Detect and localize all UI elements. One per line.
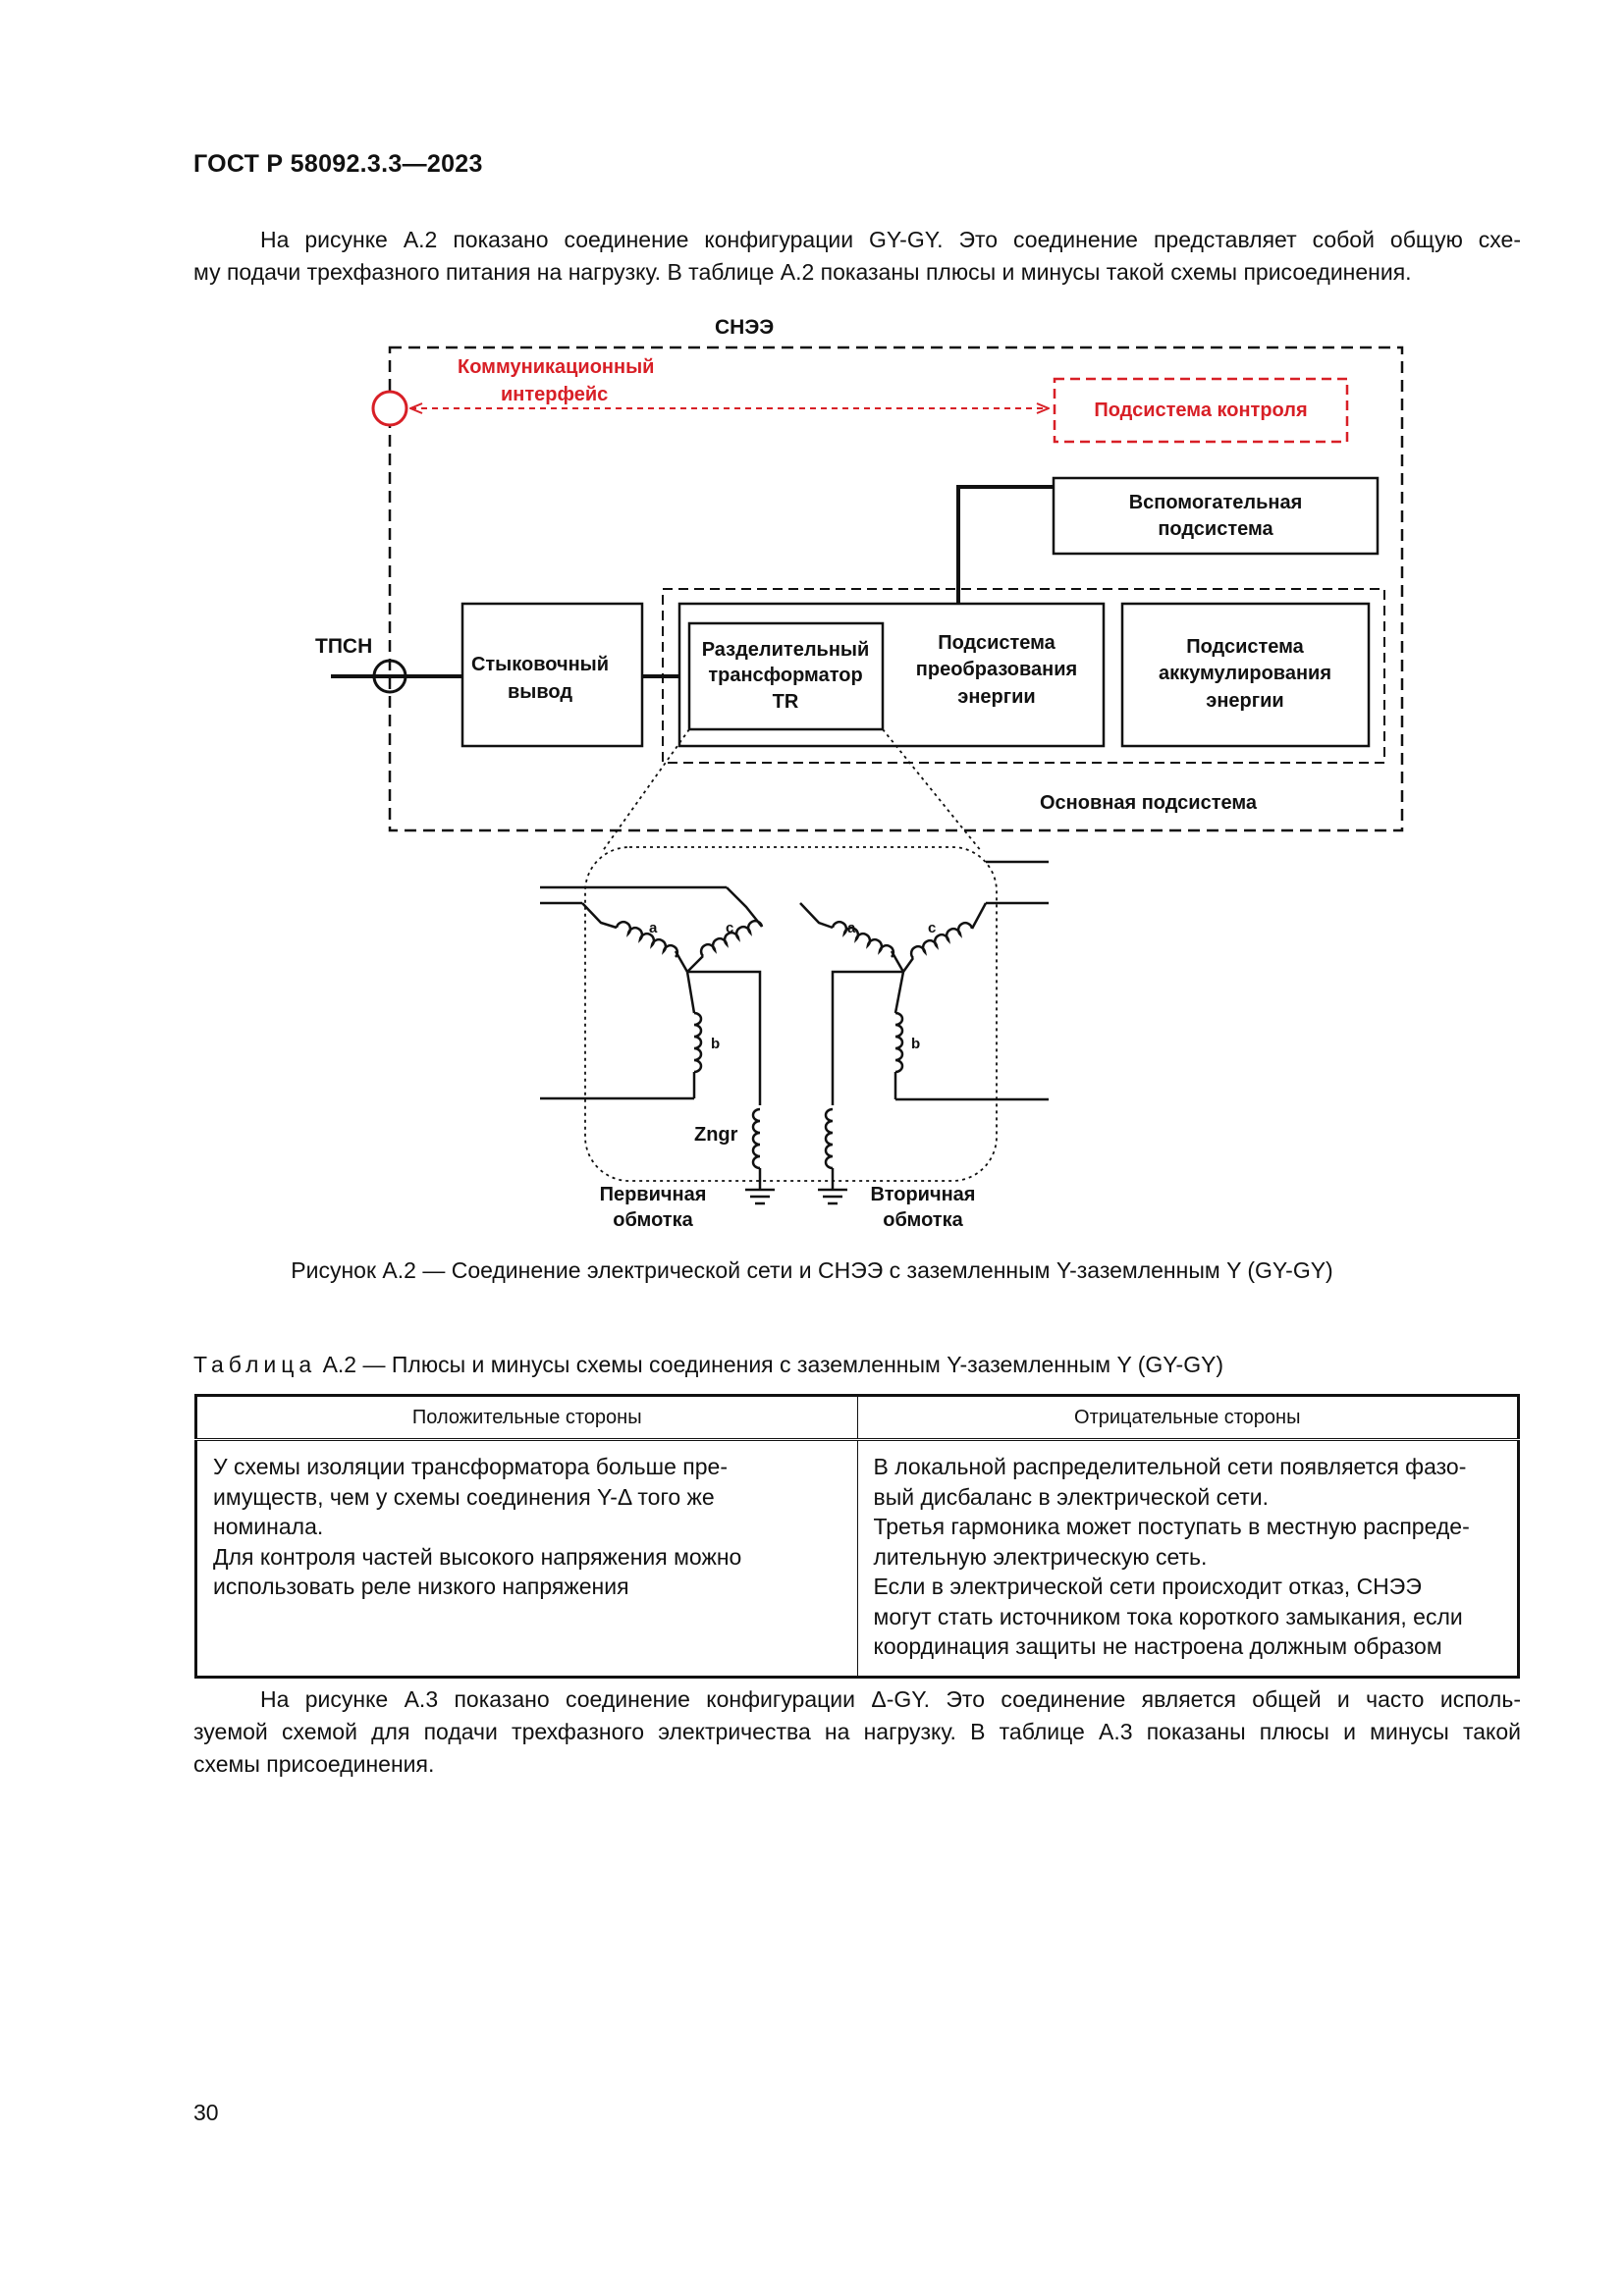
page-number: 30 [193, 2100, 219, 2125]
document-header: ГОСТ Р 58092.3.3—2023 [193, 150, 483, 178]
primary-coil-a-label: a [649, 920, 658, 936]
cons-line: лительную электрическую сеть. [873, 1543, 1208, 1570]
table-header-row: Положительные стороны Отрицательные стор… [195, 1395, 1519, 1441]
primary-coil-b-label: b [711, 1036, 720, 1052]
pros-line: номинала. [213, 1514, 324, 1539]
intro-line: На рисунке А.2 показано соединение конфи… [260, 227, 1521, 252]
secondary-winding-label-2: обмотка [883, 1209, 963, 1231]
secondary-winding-label-1: Вторичная [871, 1184, 976, 1205]
pros-line: У схемы изоляции трансформатора больше п… [213, 1454, 728, 1479]
zngr-label: Zngr [694, 1124, 738, 1146]
secondary-coil-a-label: a [847, 920, 856, 936]
zoom-line-right [882, 728, 983, 853]
snee-label: СНЭЭ [715, 316, 774, 339]
primary-coil-c-label: c [726, 920, 733, 936]
conversion-label-3: энергии [957, 686, 1035, 708]
tpsn-label: ТПСН [315, 635, 372, 658]
outro-paragraph: На рисунке А.3 показано соединение конфи… [193, 1683, 1521, 1781]
cons-line: вый дисбаланс в электрической сети. [873, 1483, 1269, 1510]
zoom-region [584, 846, 998, 1182]
diagram-canvas: СНЭЭ Коммуникационный интерфейс Подсисте… [315, 316, 1404, 1231]
zoom-line-left [601, 728, 690, 853]
table-title: Таблица А.2 — Плюсы и минусы схемы соеди… [193, 1352, 1223, 1378]
cons-cell: В локальной распределительной сети появл… [857, 1440, 1519, 1678]
snee-boundary [388, 346, 1404, 832]
cons-line: Третья гармоника может поступать в местн… [873, 1514, 1470, 1539]
table-title-text: А.2 — Плюсы и минусы схемы соединения с … [316, 1352, 1224, 1377]
cons-line: координация защиты не настроена должным … [873, 1633, 1442, 1659]
isolation-transformer-box [687, 621, 885, 731]
main-subsystem-label: Основная подсистема [1040, 792, 1258, 814]
header-pros: Положительные стороны [195, 1395, 858, 1441]
comm-interface-label-2: интерфейс [501, 384, 608, 405]
transformer-label-3: TR [773, 691, 799, 713]
outro-line: зуемой схемой для подачи трехфазного эле… [193, 1719, 1521, 1744]
transformer-label-1: Разделительный [702, 639, 870, 661]
primary-winding [540, 885, 775, 1205]
storage-label-1: Подсистема [1186, 636, 1304, 658]
aux-subsystem-label-1: Вспомогательная [1129, 492, 1303, 513]
secondary-winding [799, 860, 1049, 1205]
conversion-label-1: Подсистема [938, 632, 1056, 654]
outro-line: На рисунке А.3 показано соединение конфи… [260, 1686, 1521, 1712]
primary-winding-label-2: обмотка [613, 1209, 693, 1231]
header-cons: Отрицательные стороны [857, 1395, 1519, 1441]
intro-line: му подачи трехфазного питания на нагрузк… [193, 259, 1412, 285]
docking-terminal-label-1: Стыковочный [471, 654, 609, 675]
outro-line: схемы присоединения. [193, 1751, 435, 1777]
intro-paragraph: На рисунке А.2 показано соединение конфи… [193, 224, 1521, 289]
aux-subsystem-label-2: подсистема [1158, 518, 1273, 540]
aux-connection-line [956, 485, 1054, 604]
docking-terminal-box [460, 602, 644, 748]
pros-cell: У схемы изоляции трансформатора больше п… [195, 1439, 858, 1677]
cons-line: Если в электрической сети происходит отк… [873, 1574, 1422, 1599]
storage-label-2: аккумулирования [1159, 663, 1331, 684]
comm-interface-label-1: Коммуникационный [458, 356, 654, 378]
pros-line: имуществ, чем у схемы соединения Y-Δ тог… [213, 1483, 715, 1510]
aux-subsystem-box [1052, 476, 1380, 556]
storage-subsystem-box [1120, 602, 1371, 748]
main-subsystem-boundary [662, 588, 1385, 764]
cons-line: могут стать источником тока короткого за… [873, 1603, 1463, 1629]
comm-interface-port-icon [371, 390, 408, 427]
docking-terminal-label-2: вывод [508, 681, 572, 703]
figure-a2-diagram: СНЭЭ Коммуникационный интерфейс Подсисте… [315, 316, 1404, 1231]
control-subsystem-box [1053, 377, 1349, 444]
pros-line: Для контроля частей высокого напряжения … [213, 1543, 742, 1570]
pros-cons-table: Положительные стороны Отрицательные стор… [194, 1394, 1520, 1679]
primary-winding-label-1: Первичная [600, 1184, 707, 1205]
secondary-coil-c-label: c [928, 920, 936, 936]
control-subsystem-label: Подсистема контроля [1094, 400, 1307, 421]
secondary-coil-b-label: b [911, 1036, 920, 1052]
storage-label-3: энергии [1206, 690, 1283, 712]
conversion-label-2: преобразования [916, 659, 1077, 680]
table-title-prefix: Таблица [193, 1352, 317, 1377]
pros-line: использовать реле низкого напряжения [213, 1574, 629, 1599]
tpsn-connection-point-icon [372, 659, 407, 694]
cons-line: В локальной распределительной сети появл… [873, 1454, 1467, 1479]
transformer-label-2: трансформатор [708, 665, 862, 686]
figure-caption: Рисунок А.2 — Соединение электрической с… [291, 1257, 1333, 1283]
table-row: У схемы изоляции трансформатора больше п… [195, 1439, 1519, 1678]
